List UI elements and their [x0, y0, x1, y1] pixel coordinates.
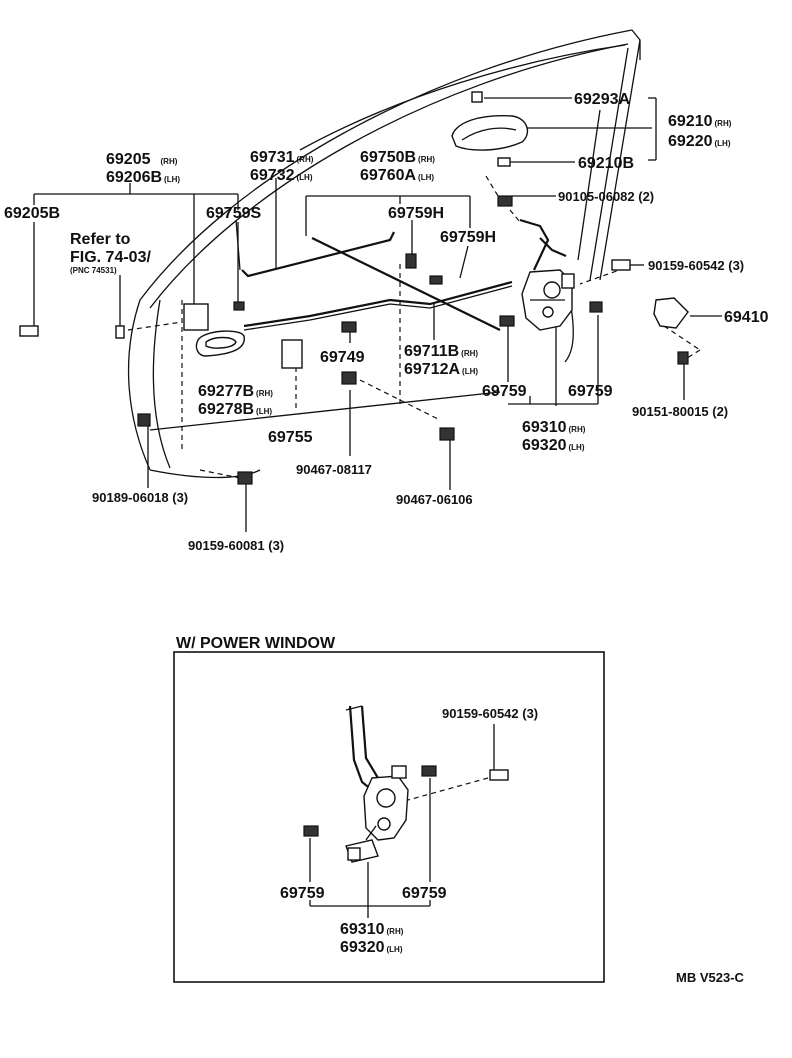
label-69759H-upper: 69759H — [388, 205, 444, 222]
label-69205B: 69205B — [4, 205, 60, 222]
label-90467-08117: 90467-08117 — [296, 462, 372, 477]
label-69759-center: 69759 — [482, 383, 527, 400]
inset-label-69310: 69310(RH) — [340, 921, 404, 938]
label-69293A: 69293A — [574, 91, 630, 108]
label-69759-right: 69759 — [568, 383, 613, 400]
label-90105-06082: 90105-06082 (2) — [558, 189, 654, 204]
diagram-code: MB V523-C — [676, 970, 745, 985]
inset-title: W/ POWER WINDOW — [176, 635, 336, 652]
refer-fig-text: FIG. 74-03/ — [70, 249, 151, 266]
label-69220: 69220(LH) — [668, 133, 731, 150]
label-69320: 69320(LH) — [522, 437, 585, 454]
refer-pnc-text: (PNC 74531) — [70, 266, 117, 275]
inset-label-90159-60542: 90159-60542 (3) — [442, 706, 538, 721]
label-69210: 69210(RH) — [668, 113, 732, 130]
small-parts — [19, 253, 689, 485]
door-outline — [127, 29, 641, 479]
label-69732: 69732(LH) — [250, 167, 313, 184]
inset-screw — [489, 769, 509, 781]
inset-label-69320: 69320(LH) — [340, 939, 403, 956]
label-90159-60081: 90159-60081 (3) — [188, 538, 284, 553]
label-69731: 69731(RH) — [250, 149, 314, 166]
label-69310: 69310(RH) — [522, 419, 586, 436]
inside-handle — [183, 301, 245, 357]
label-69277B: 69277B(RH) — [198, 383, 273, 400]
inset-clip-right — [421, 765, 437, 777]
door-lock-assembly — [521, 269, 575, 331]
label-69760A: 69760A(LH) — [360, 167, 434, 184]
label-69410: 69410 — [724, 309, 769, 326]
label-69278B: 69278B(LH) — [198, 401, 272, 418]
label-69711B: 69711B(RH) — [404, 343, 478, 360]
inset-label-69759-left: 69759 — [280, 885, 325, 902]
label-69759S: 69759S — [206, 205, 261, 222]
label-90189-06018: 90189-06018 (3) — [92, 490, 188, 505]
inset-lock-assembly — [345, 705, 409, 863]
label-69206B: 69206B(LH) — [106, 169, 180, 186]
label-90151-80015: 90151-80015 (2) — [632, 404, 728, 419]
label-90159-60542: 90159-60542 (3) — [648, 258, 744, 273]
label-69749: 69749 — [320, 349, 365, 366]
inset-clip-left — [303, 825, 319, 837]
refer-to-text: Refer to — [70, 231, 131, 248]
outside-handle — [451, 91, 529, 207]
label-69712A: 69712A(LH) — [404, 361, 478, 378]
label-69750B: 69750B(RH) — [360, 149, 435, 166]
label-69205: 69205(RH) — [106, 151, 178, 168]
rods — [241, 218, 567, 331]
label-90467-06106: 90467-06106 — [396, 492, 473, 507]
leader-lines — [33, 97, 722, 532]
label-69755: 69755 — [268, 429, 313, 446]
inset-frame — [173, 651, 605, 983]
power-window-inset: W/ POWER WINDOW 90159-60542 (3) 69759 69… — [173, 635, 605, 983]
label-69759H-lower: 69759H — [440, 229, 496, 246]
inset-label-69759-right: 69759 — [402, 885, 447, 902]
label-69210B: 69210B — [578, 155, 634, 172]
